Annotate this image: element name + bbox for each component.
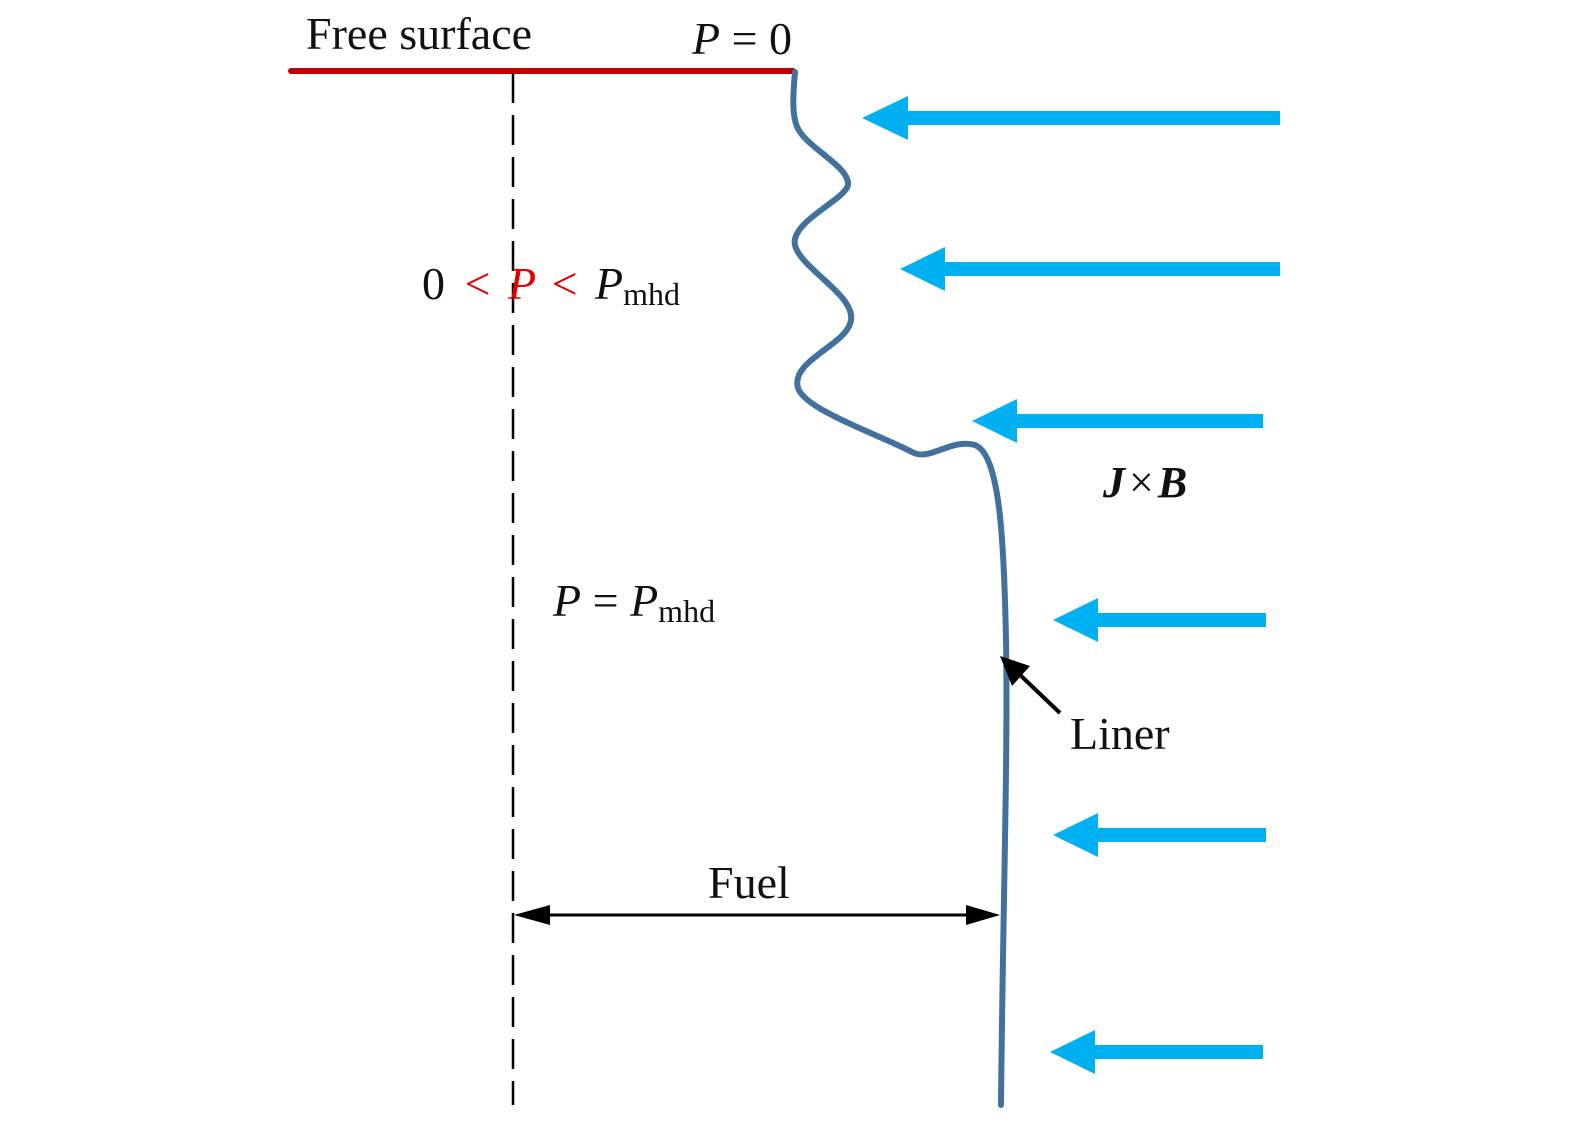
pressure-equal-label: P = Pmhd — [552, 575, 715, 629]
force-arrow — [1050, 1030, 1263, 1074]
jxb-force-label: J×B — [1102, 458, 1187, 507]
force-arrow — [972, 399, 1263, 443]
force-arrow — [1053, 598, 1266, 642]
force-arrows — [862, 96, 1280, 1074]
liner-curve — [790, 69, 1010, 1108]
pressure-inequality-label: 0 < P < Pmhd — [422, 258, 680, 312]
liner-pointer-arrow — [1000, 656, 1062, 715]
fuel-label: Fuel — [708, 857, 790, 908]
free-surface-label: Free surface — [306, 8, 532, 59]
liner-label: Liner — [1070, 708, 1170, 759]
p-zero-label: P = 0 — [691, 13, 792, 64]
force-arrow — [900, 247, 1280, 291]
fuel-dimension-arrow — [514, 905, 1000, 925]
force-arrow — [1053, 813, 1266, 857]
force-arrow — [862, 96, 1280, 140]
